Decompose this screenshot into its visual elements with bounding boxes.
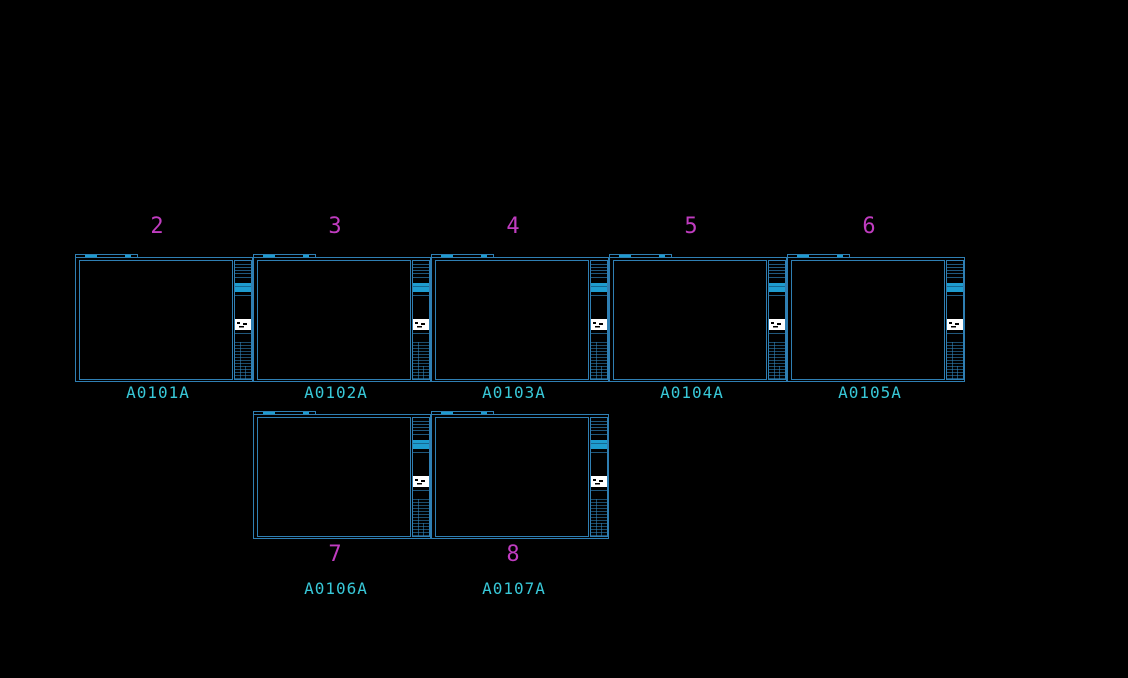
sheet-id-label: A0106A	[304, 579, 368, 598]
drawing-sheet[interactable]	[609, 254, 787, 382]
drawing-sheet[interactable]	[431, 411, 609, 539]
sheet-id-label: A0103A	[482, 383, 546, 402]
drawing-sheet[interactable]	[431, 254, 609, 382]
drawing-sheet[interactable]	[253, 254, 431, 382]
drawing-sheet[interactable]	[253, 411, 431, 539]
page-number: 4	[506, 214, 520, 239]
page-number: 6	[862, 214, 876, 239]
sheet-id-label: A0101A	[126, 383, 190, 402]
page-number: 8	[506, 542, 520, 567]
page-number: 3	[328, 214, 342, 239]
sheet-id-label: A0107A	[482, 579, 546, 598]
sheet-id-label: A0104A	[660, 383, 724, 402]
drawing-sheet[interactable]	[787, 254, 965, 382]
drawing-sheet[interactable]	[75, 254, 253, 382]
page-number: 2	[150, 214, 164, 239]
page-number: 7	[328, 542, 342, 567]
sheet-id-label: A0105A	[838, 383, 902, 402]
page-number: 5	[684, 214, 698, 239]
sheet-id-label: A0102A	[304, 383, 368, 402]
